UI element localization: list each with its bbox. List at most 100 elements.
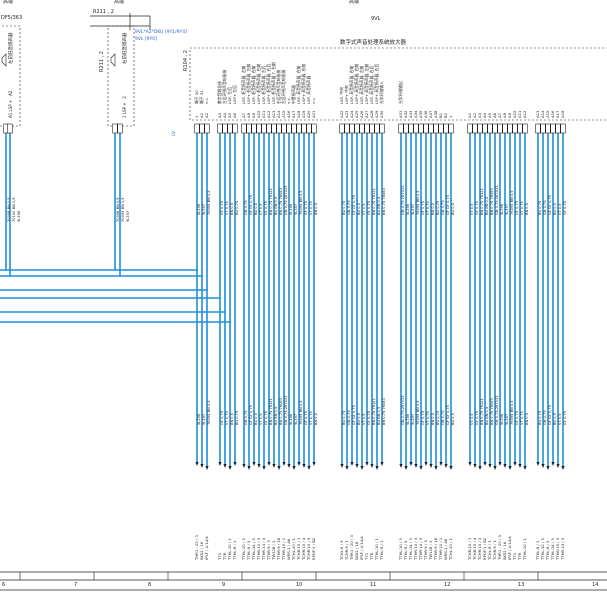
pin-number: A34 [413, 110, 418, 118]
terminal-connector [359, 123, 365, 134]
terminal-connector [291, 123, 297, 134]
wire-spec-upper: BU 0,5 [553, 203, 557, 215]
wire-spec-lower: BU 0,5 [451, 413, 455, 425]
bottom-reference: TTHL:14 / 3 [550, 538, 555, 561]
pin-number: A12 [266, 110, 271, 118]
pin-description: LSP+ 中央 [344, 85, 349, 104]
pin-description: LSP+ 低音扬声器, 右后 [266, 64, 271, 104]
wire-spec-lower: BU 0,75 [235, 411, 239, 425]
pin-number: A15 [281, 110, 286, 118]
terminal-connector [276, 123, 282, 134]
terminal-connector [545, 123, 551, 134]
grid-number: 11 [370, 582, 376, 588]
bottom-reference: TTHL:10 / 1 [227, 538, 232, 561]
bottom-reference: T7R [517, 552, 522, 561]
wire-arrow [360, 466, 364, 470]
header-left-top: 高端 [3, 0, 13, 5]
bottom-reference: TTHR:9 / 16 [276, 537, 281, 561]
terminal-connector [204, 123, 210, 134]
wire-arrow [424, 462, 428, 466]
pin-number: A15 [545, 110, 550, 118]
bottom-reference: TTHL:14 / 3 [408, 538, 413, 561]
pin-number: A6 [232, 112, 237, 118]
wire-spec-upper: GF GY 0,75 [548, 195, 552, 215]
bottom-reference: TW128 / 1 [428, 540, 433, 561]
wire-spec-lower: BN 0,75 76083 [382, 398, 386, 425]
wire-spec-lower: GF 0,75 [304, 411, 308, 425]
amplifier-box [189, 47, 607, 121]
wire-spec-upper: BU 0,75 [342, 201, 346, 215]
wire-spec-lower: GF 0,75 [220, 411, 224, 425]
pin-number: A36 [423, 110, 428, 118]
wire-arrow [287, 464, 291, 468]
wire-arrow [365, 462, 369, 466]
wire-spec-upper: GN 0,75 267033 [401, 186, 405, 215]
wire-arrow [399, 464, 403, 468]
wire-spec-lower: BU 0,5 [357, 413, 361, 425]
wire-spec-upper: GF GY 0,75 [352, 195, 356, 215]
wire-spec-upper: GN 0,75 267033 [495, 186, 499, 215]
wire-spec-upper: GY 0,75 [367, 201, 371, 215]
wire-spec-lower: BN 0,75 76121 [269, 398, 273, 425]
wire-arrow [503, 464, 507, 468]
pin-number: A16 [550, 110, 555, 118]
wire-arrow [439, 462, 443, 466]
pin-number: A25 [354, 110, 359, 118]
wire-arrow [205, 466, 209, 470]
pin-number: A31 [398, 110, 403, 118]
wire-spec-upper: 9L396 [289, 203, 293, 215]
pin-number: A21 [311, 110, 316, 118]
terminal-connector [222, 123, 228, 134]
pin-number: A3 [477, 112, 482, 118]
pin-number: A5 [227, 112, 232, 118]
wire-spec-lower: 76095 BN 0,5 [510, 400, 514, 425]
terminal-connector [271, 123, 277, 134]
pin-number: A11 [261, 110, 266, 118]
terminal-connector [408, 123, 414, 134]
bottom-reference: T71 [364, 552, 369, 561]
wire-spec-upper: VT 0,75 [520, 201, 524, 215]
wire-spec-upper: GN 0,75 [244, 200, 248, 215]
wire-spec-upper: VT 0,75 [225, 201, 229, 215]
wire-spec-lower: VT 0,75 [225, 411, 229, 425]
pin-description: LSP- 高音扬声器 [306, 76, 311, 104]
pin-number: A35 [418, 110, 423, 118]
bottom-reference: TCHR:10 / 4 [301, 537, 306, 561]
wire-arrow [483, 462, 487, 466]
bottom-reference: T7R [369, 552, 374, 561]
speaker-mid-label: 右前低音扬声器 [121, 32, 128, 64]
speaker-left-label: 左前低音扬声器 [7, 32, 14, 64]
wire-arrow [551, 462, 555, 466]
wire-spec-upper: BN 0,75 76083 [382, 188, 386, 215]
pin-description: 右后环绕声音响系统 [276, 70, 281, 104]
wire-spec-upper: BN 0,75 76121 [480, 188, 484, 215]
wire-arrow [247, 466, 251, 470]
vl-label: 9VL [371, 16, 381, 22]
wire-spec-upper: GY 0,75 [264, 201, 268, 215]
bottom-frame [0, 571, 607, 591]
wire-spec-upper: 9L396 [406, 203, 410, 215]
pin-description: 中置扬声器 [291, 85, 296, 104]
pin-description: 光学纤维输入 [379, 81, 384, 104]
pin-description: LSP- 左后 [227, 87, 232, 104]
terminal-connector [261, 123, 267, 134]
bottom-reference: TCHR:9 / 1 [344, 539, 349, 561]
pin-number: 1 [194, 115, 199, 118]
pin-number: A14 [276, 110, 281, 118]
pin-number: A23 [344, 110, 349, 118]
terminal-connector [413, 123, 419, 134]
terminal-connector [339, 123, 345, 134]
pin-number: A9 [507, 112, 512, 118]
bottom-reference: SKS2 / 16 [354, 541, 359, 560]
terminal-connector [306, 123, 312, 134]
wire-spec-upper: VT 0,75 [426, 201, 430, 215]
terminal-connector [217, 123, 223, 134]
r104-label: R104 , 2 [183, 50, 189, 71]
wire-arrow [252, 462, 256, 466]
wire-arrow [498, 462, 502, 466]
wire-arrow [488, 464, 492, 468]
bottom-reference: TCHR:10 / 3 [477, 537, 482, 561]
pin-number: A16 [286, 110, 291, 118]
wire-spec-lower: GF GY 0,75 [352, 405, 356, 425]
